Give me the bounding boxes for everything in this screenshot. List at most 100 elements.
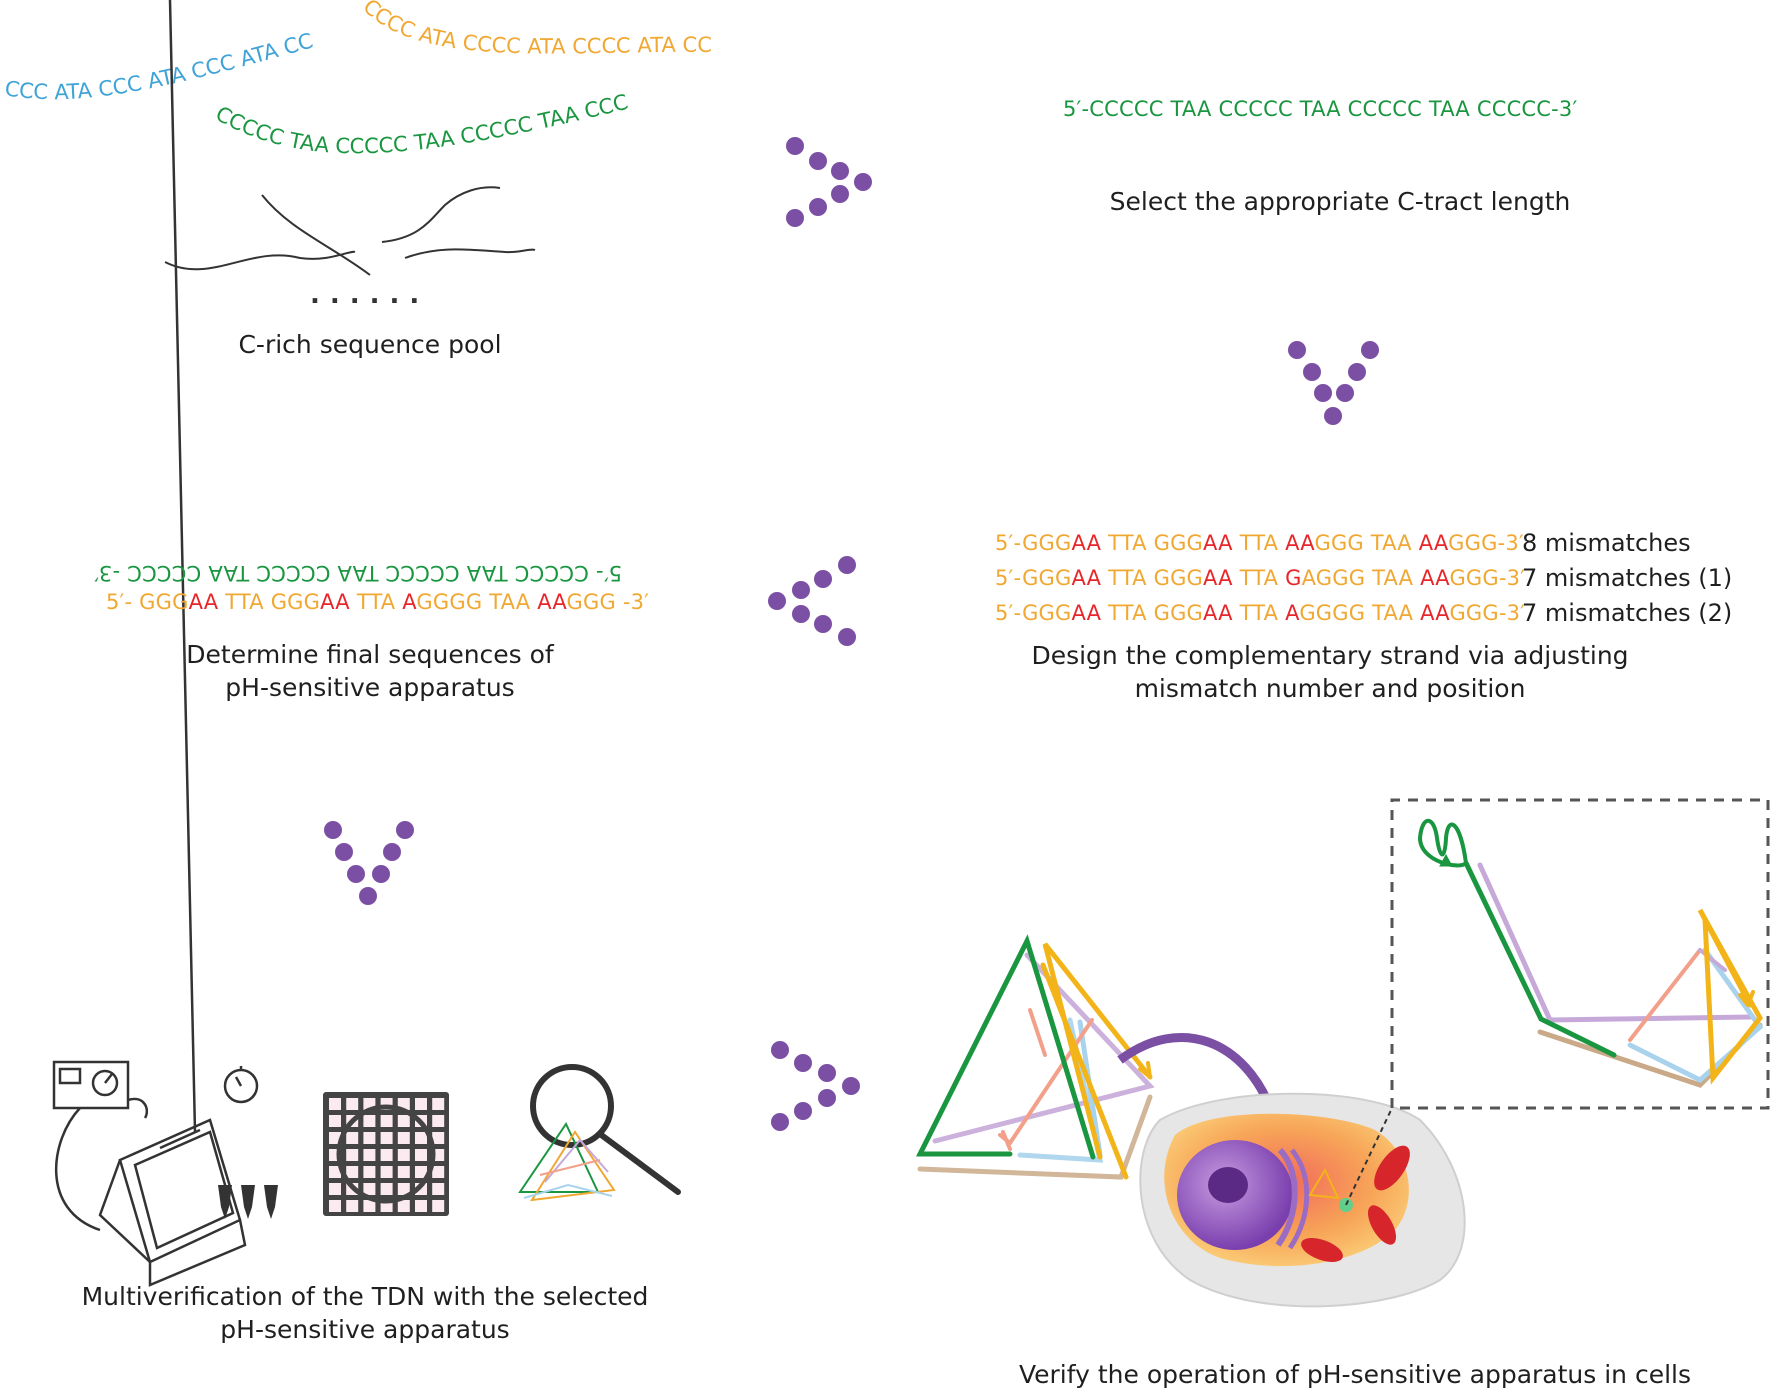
grid-cell bbox=[346, 1166, 359, 1178]
sequence-segment: GGG -3′ bbox=[566, 590, 650, 614]
grid-cell bbox=[432, 1115, 445, 1127]
grid-cell bbox=[415, 1166, 427, 1178]
arrow-right-2 bbox=[771, 1041, 860, 1131]
multiverify-caption-line2: pH-sensitive apparatus bbox=[220, 1315, 510, 1344]
sequence-segment: GGG-3′ bbox=[1449, 601, 1526, 625]
grid-cell bbox=[363, 1149, 376, 1161]
multiverify-caption-line1: Multiverification of the TDN with the se… bbox=[81, 1282, 649, 1311]
grid-cell bbox=[329, 1166, 341, 1178]
mismatch-sequence-row: 5′-GGGAA TTA GGGAA TTA AGGGG TAA AAGGG-3… bbox=[995, 601, 1525, 625]
sequence-segment: GGG TAA bbox=[1314, 531, 1419, 555]
grid-cell bbox=[397, 1115, 410, 1127]
grid-cell bbox=[415, 1149, 427, 1161]
sequence-segment: GGG-3′ bbox=[1449, 566, 1526, 590]
arrow-right-1 bbox=[786, 137, 872, 227]
sequence-segment: TTA bbox=[1232, 566, 1286, 590]
sequence-segment: TTA bbox=[349, 590, 403, 614]
sequence-segment: TTA GGG bbox=[1101, 566, 1204, 590]
final-caption-line2: pH-sensitive apparatus bbox=[225, 673, 515, 702]
sequence-segment: AA bbox=[188, 590, 219, 614]
sequence-segment: AA bbox=[1071, 531, 1102, 555]
grid-cell bbox=[432, 1166, 445, 1178]
grid-cell bbox=[415, 1132, 427, 1144]
sequence-segment: AGGG TAA bbox=[1301, 566, 1421, 590]
grid-cell bbox=[346, 1132, 359, 1144]
mismatch-label: 8 mismatches bbox=[1522, 529, 1691, 557]
grid-cell bbox=[397, 1132, 410, 1144]
sequence-segment: 5′-GGG bbox=[995, 566, 1072, 590]
cell-illustration bbox=[1139, 1092, 1466, 1308]
select-caption: Select the appropriate C-tract length bbox=[1109, 187, 1571, 216]
grid-cell bbox=[346, 1149, 359, 1161]
grid-cell bbox=[415, 1200, 427, 1212]
final-caption-line1: Determine final sequences of bbox=[186, 640, 554, 669]
grid-cell bbox=[329, 1115, 341, 1127]
blue-sequence: CCC ATA CCC ATA CCC ATA CCC bbox=[0, 0, 316, 104]
orange-sequence: CCCC ATA CCCC ATA CCCC ATA CCCC bbox=[0, 0, 712, 59]
grid-cell bbox=[363, 1115, 376, 1127]
grid-cell bbox=[380, 1183, 393, 1195]
mismatch-label: 7 mismatches (2) bbox=[1522, 599, 1733, 627]
grid-cell bbox=[397, 1149, 410, 1161]
grid-cell bbox=[346, 1200, 359, 1212]
orange-sequence-text: CCCC ATA CCCC ATA CCCC ATA CCCC bbox=[0, 0, 712, 59]
strand-line bbox=[381, 186, 501, 243]
grid-cell bbox=[363, 1200, 376, 1212]
sequence-segment: AA bbox=[1071, 601, 1102, 625]
pool-caption: C-rich sequence pool bbox=[238, 330, 502, 359]
design-caption-line1: Design the complementary strand via adju… bbox=[1031, 641, 1629, 670]
final-complementary-sequence: 5′- GGGAA TTA GGGAA TTA AGGGG TAA AAGGG … bbox=[106, 590, 649, 614]
arrow-down-2 bbox=[324, 821, 414, 905]
grid-cell bbox=[329, 1132, 341, 1144]
strand-line bbox=[404, 248, 536, 259]
mismatch-sequence-row: 5′-GGGAA TTA GGGAA TTA GAGGG TAA AAGGG-3… bbox=[995, 566, 1525, 590]
sequence-segment: G bbox=[1285, 566, 1302, 590]
ellipsis: ...... bbox=[310, 280, 429, 310]
electrophoresis-icon bbox=[52, 0, 247, 1287]
mismatch-sequence-row: 5′-GGGAA TTA GGGAA TTA AAGGG TAA AAGGG-3… bbox=[995, 531, 1524, 555]
grid-cell bbox=[329, 1200, 341, 1212]
final-mirrored-sequence: 5′- CCCCC TAA CCCCC TAA CCCCC TAA CCCCC … bbox=[93, 561, 622, 585]
sequence-segment: 5′-GGG bbox=[995, 601, 1072, 625]
timer-icon bbox=[223, 1066, 259, 1104]
sequence-segment: 5′-GGG bbox=[995, 531, 1072, 555]
sequence-segment: AA bbox=[1420, 566, 1450, 590]
sequence-segment: TTA bbox=[1232, 531, 1286, 555]
magnifier-icon bbox=[518, 1064, 681, 1202]
grid-cell bbox=[329, 1183, 341, 1195]
sequence-segment: A bbox=[402, 590, 417, 614]
zoom-box bbox=[1390, 798, 1770, 1110]
grid-cell bbox=[432, 1183, 445, 1195]
arrow-down-1 bbox=[1288, 341, 1379, 425]
grid-cell bbox=[432, 1132, 445, 1144]
strand-line bbox=[164, 250, 356, 271]
sequence-segment: TTA GGG bbox=[218, 590, 321, 614]
sequence-segment: GGG-3′ bbox=[1448, 531, 1524, 555]
curved-arrow bbox=[1117, 1032, 1277, 1114]
grid-cell bbox=[380, 1115, 393, 1127]
sequence-segment: AA bbox=[1071, 566, 1102, 590]
mismatch-label: 7 mismatches (1) bbox=[1522, 564, 1733, 592]
sequence-segment: TTA bbox=[1232, 601, 1286, 625]
arrow-left-1 bbox=[768, 556, 856, 646]
grid-cell bbox=[415, 1098, 427, 1110]
sequence-segment: GGGG TAA bbox=[416, 590, 538, 614]
sequence-pool: CCC ATA CCC ATA CCC ATA CCC CCCC ATA CCC… bbox=[0, 0, 712, 310]
sequence-segment: TTA GGG bbox=[1101, 531, 1204, 555]
grid-cell bbox=[346, 1098, 359, 1110]
sequence-segment: 5′- GGG bbox=[106, 590, 189, 614]
sequence-segment: AA bbox=[1420, 601, 1450, 625]
sequence-segment: AA bbox=[1203, 531, 1233, 555]
sequence-segment: A bbox=[1285, 601, 1300, 625]
sequence-segment: AA bbox=[1418, 531, 1449, 555]
sequence-segment: AA bbox=[1203, 566, 1233, 590]
sequence-segment: TTA GGG bbox=[1101, 601, 1204, 625]
grid-cell bbox=[363, 1183, 376, 1195]
sequence-segment: AA bbox=[1285, 531, 1315, 555]
design-caption-line2: mismatch number and position bbox=[1134, 674, 1526, 703]
grid-cell bbox=[363, 1132, 376, 1144]
grid-cell bbox=[432, 1098, 445, 1110]
selected-sequence: 5′-CCCCC TAA CCCCC TAA CCCCC TAA CCCCC-3… bbox=[1063, 97, 1578, 121]
grid-cell bbox=[380, 1166, 393, 1178]
